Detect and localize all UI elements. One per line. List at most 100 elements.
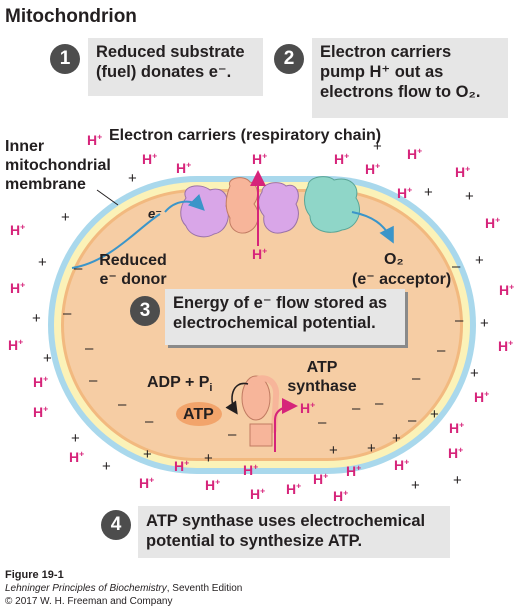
electron-to-oxygen-arrow bbox=[351, 211, 394, 244]
step-2-box: Electron carriers pump H⁺ out as electro… bbox=[312, 38, 508, 118]
reduced-donor-line-2: e⁻ donor bbox=[99, 271, 167, 288]
proton-ion: H+ bbox=[142, 150, 158, 167]
proton-ion: H+ bbox=[33, 403, 49, 420]
step-2-line-1: Electron carriers bbox=[320, 43, 452, 61]
minus-charge: – bbox=[455, 312, 464, 329]
proton-ion: H+ bbox=[313, 470, 329, 487]
minus-charge: – bbox=[408, 412, 417, 429]
acceptor-label: (e⁻ acceptor) bbox=[352, 271, 452, 288]
step-4-line-1: ATP synthase uses electrochemical bbox=[146, 512, 426, 530]
plus-charge: + bbox=[480, 315, 489, 332]
plus-charge: + bbox=[392, 430, 401, 447]
figure-title: Mitochondrion bbox=[5, 6, 137, 27]
figure-caption-copyright: © 2017 W. H. Freeman and Company bbox=[5, 596, 173, 607]
plus-charge: + bbox=[453, 472, 462, 489]
proton-ion: H+ bbox=[205, 476, 221, 493]
proton-ion: H+ bbox=[176, 159, 192, 176]
inner-membrane-label-line-3: membrane bbox=[5, 176, 86, 193]
figure-caption-number: Figure 19-1 bbox=[5, 569, 64, 581]
step-3-line-2: electrochemical potential. bbox=[173, 314, 376, 332]
proton-ion: H+ bbox=[252, 150, 268, 167]
respiratory-chain-complexes bbox=[180, 176, 360, 238]
minus-charge: – bbox=[318, 414, 327, 431]
minus-charge: – bbox=[89, 372, 98, 389]
atp-synthase-label-line-2: synthase bbox=[287, 378, 357, 395]
proton-ion: H+ bbox=[250, 485, 266, 502]
step-1-box: Reduced substrate (fuel) donates e⁻. bbox=[88, 38, 263, 96]
plus-charge: + bbox=[367, 440, 376, 457]
minus-charge: – bbox=[412, 370, 421, 387]
figure-caption-source: Lehninger Principles of Biochemistry, Se… bbox=[5, 582, 242, 595]
reduced-donor-line-1: Reduced bbox=[99, 252, 167, 269]
proton-ion: H+ bbox=[87, 131, 103, 148]
proton-ion: H+ bbox=[394, 456, 410, 473]
proton-ion: H+ bbox=[300, 399, 316, 416]
proton-ion: H+ bbox=[448, 444, 464, 461]
inner-membrane-label: Inner mitochondrial membrane bbox=[5, 137, 111, 194]
figure-caption-edition: , Seventh Edition bbox=[166, 583, 243, 594]
inner-membrane-label-line-1: Inner bbox=[5, 138, 45, 155]
atp-highlight bbox=[176, 402, 222, 426]
reduced-donor-label: Reduced e⁻ donor bbox=[95, 251, 171, 289]
proton-ion: H+ bbox=[243, 461, 259, 478]
minus-charge: – bbox=[375, 395, 384, 412]
step-3-number: 3 bbox=[130, 296, 160, 326]
plus-charge: + bbox=[71, 430, 80, 447]
step-3-line-1: Energy of e⁻ flow stored as bbox=[173, 294, 388, 312]
adp-pi-label: ADP + Pi bbox=[147, 373, 212, 398]
proton-ion: H+ bbox=[174, 457, 190, 474]
proton-ion: H+ bbox=[33, 373, 49, 390]
step-1-line-2: (fuel) donates e⁻. bbox=[96, 63, 232, 81]
plus-charge: + bbox=[465, 188, 474, 205]
adp-text: ADP + P bbox=[147, 374, 210, 391]
atp-label: ATP bbox=[183, 406, 214, 423]
proton-ion: H+ bbox=[407, 145, 423, 162]
step-1-line-1: Reduced substrate bbox=[96, 43, 245, 61]
plus-charge: + bbox=[61, 209, 70, 226]
complex-3 bbox=[258, 182, 299, 234]
proton-ion: H+ bbox=[334, 150, 350, 167]
oxygen-label: O₂ bbox=[384, 251, 404, 268]
pi-subscript: i bbox=[209, 382, 213, 395]
minus-charge: – bbox=[85, 340, 94, 357]
proton-ion: H+ bbox=[10, 221, 26, 238]
proton-ion: H+ bbox=[8, 336, 24, 353]
adp-to-atp-arrow bbox=[225, 382, 249, 415]
step-3-box: Energy of e⁻ flow stored as electrochemi… bbox=[165, 289, 405, 345]
step-4-box: ATP synthase uses electrochemical potent… bbox=[138, 506, 450, 558]
plus-charge: + bbox=[373, 138, 382, 155]
inner-membrane-label-line-2: mitochondrial bbox=[5, 157, 111, 174]
proton-ion: H+ bbox=[455, 163, 471, 180]
proton-ion: H+ bbox=[397, 184, 413, 201]
plus-charge: + bbox=[470, 365, 479, 382]
electron-donor-arrow bbox=[71, 213, 161, 269]
proton-ion: H+ bbox=[474, 388, 490, 405]
proton-ion: H+ bbox=[10, 279, 26, 296]
plus-charge: + bbox=[424, 184, 433, 201]
minus-charge: – bbox=[118, 396, 127, 413]
plus-charge: + bbox=[430, 406, 439, 423]
complex-4 bbox=[304, 176, 360, 233]
proton-ion: H+ bbox=[69, 448, 85, 465]
proton-ion: H+ bbox=[498, 337, 514, 354]
proton-ion: H+ bbox=[499, 281, 515, 298]
plus-charge: + bbox=[38, 254, 47, 271]
proton-ion: H+ bbox=[365, 160, 381, 177]
electron-label: e⁻ bbox=[148, 206, 163, 221]
step-4-number: 4 bbox=[101, 510, 131, 540]
minus-charge: – bbox=[145, 413, 154, 430]
atp-synthase-label: ATP synthase bbox=[286, 358, 358, 396]
plus-charge: + bbox=[43, 350, 52, 367]
plus-charge: + bbox=[128, 170, 137, 187]
proton-ion: H+ bbox=[346, 462, 362, 479]
plus-charge: + bbox=[204, 450, 213, 467]
membrane-label-pointer bbox=[96, 189, 119, 206]
proton-ion: H+ bbox=[485, 214, 501, 231]
plus-charge: + bbox=[411, 477, 420, 494]
proton-ion: H+ bbox=[449, 419, 465, 436]
minus-charge: – bbox=[437, 342, 446, 359]
plus-charge: + bbox=[143, 446, 152, 463]
atp-synthase-base bbox=[249, 423, 273, 447]
electron-carriers-label: Electron carriers (respiratory chain) bbox=[109, 127, 382, 144]
atp-synthase-label-line-1: ATP bbox=[306, 359, 338, 376]
